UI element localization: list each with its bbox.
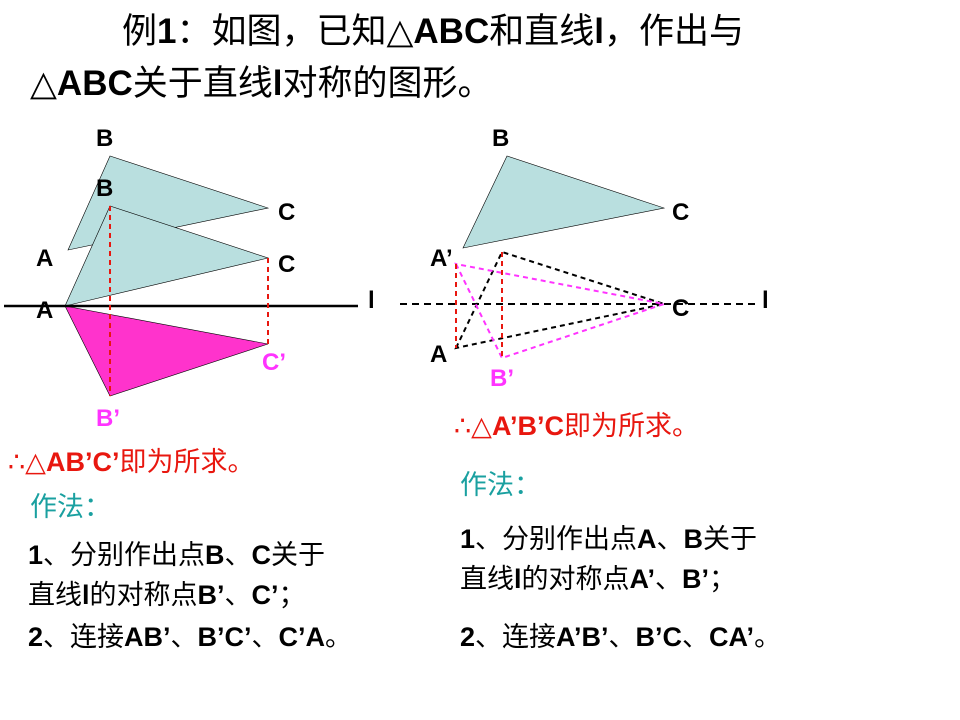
right-label-A: A <box>430 341 448 368</box>
left-method-heading: 作法： <box>30 492 111 523</box>
step-text: 、 <box>656 524 684 555</box>
left-label-A: A <box>36 297 54 324</box>
step-text: 关于 <box>271 540 326 571</box>
left-original-triangle <box>64 205 270 307</box>
conclusion-text: 即为所求。 <box>563 411 699 442</box>
right-label-B-prime: B’ <box>490 365 514 392</box>
step-text: 、连接 <box>475 622 557 653</box>
right-original-triangle <box>462 155 666 249</box>
step-text: 的对称点 <box>521 564 630 595</box>
left-figure <box>4 155 358 397</box>
step-text: 关于 <box>703 524 758 555</box>
conclusion-text: ∴△ <box>454 411 492 442</box>
right-dashed-triangle-ABC <box>454 250 668 350</box>
step-text: 、 <box>170 622 198 653</box>
step-text: 1 <box>28 540 44 570</box>
left-reflected-triangle <box>64 305 269 397</box>
step-text: 、 <box>224 540 252 571</box>
title-text: △ <box>30 64 57 104</box>
left-label-C: C <box>278 251 296 278</box>
left-step-1: 1、分别作出点B、C关于 <box>28 536 325 575</box>
step-text: B’ <box>682 564 710 594</box>
left-label-B-top: B <box>96 125 114 152</box>
left-label-B-prime: B’ <box>96 405 120 432</box>
left-label-l: l <box>368 287 375 314</box>
left-label-B: B <box>96 175 114 202</box>
step-text: 、 <box>251 622 279 653</box>
step-text: A’ <box>629 564 656 594</box>
right-label-B: B <box>492 125 510 152</box>
title-text: 对称的图形。 <box>282 64 493 104</box>
step-text: C’ <box>251 580 279 610</box>
step-text: 2 <box>28 622 44 652</box>
conclusion-text: 即为所求。 <box>119 447 255 478</box>
conclusion-text: A’B’C <box>491 411 564 441</box>
right-conclusion: ∴△A’B’C即为所求。 <box>454 410 699 443</box>
step-text: 、 <box>224 580 252 611</box>
step-text: l <box>514 564 522 594</box>
step-text: 直线 <box>28 580 82 611</box>
left-step-1-cont: 直线l的对称点B’、C’； <box>28 576 306 615</box>
right-label-C-top: C <box>672 199 690 226</box>
left-label-A-top: A <box>36 245 54 272</box>
title-text: ABC <box>413 12 490 51</box>
step-text: ； <box>278 580 306 611</box>
step-text: C <box>251 540 272 570</box>
step-text: 。 <box>754 622 782 653</box>
step-text: l <box>82 580 90 610</box>
step-text: 的对称点 <box>89 580 198 611</box>
right-step-1: 1、分别作出点A、B关于 <box>460 520 757 559</box>
right-step-2: 2、连接A’B’、B’C、CA’。 <box>460 618 781 657</box>
title-text: ，作出与 <box>603 12 744 52</box>
step-text: C’A <box>278 622 326 652</box>
step-text: 、分别作出点 <box>43 540 206 571</box>
left-label-C-prime: C’ <box>262 349 286 376</box>
conclusion-text: ∴△ <box>8 447 46 478</box>
title-text: l <box>272 64 283 103</box>
step-text: ； <box>709 564 737 595</box>
step-text: 、连接 <box>43 622 125 653</box>
step-text: 、分别作出点 <box>475 524 638 555</box>
right-figure <box>400 155 755 360</box>
left-label-C-top: C <box>278 199 296 226</box>
step-text: B <box>683 524 704 554</box>
step-text: 直线 <box>460 564 514 595</box>
step-text: B <box>205 540 225 570</box>
step-text: 、 <box>682 622 710 653</box>
step-text: 2 <box>460 622 476 652</box>
step-text: 、 <box>608 622 636 653</box>
problem-title-line-2: △ABC关于直线l对称的图形。 <box>30 62 493 106</box>
title-text: 关于直线 <box>132 64 273 104</box>
right-method-heading: 作法： <box>460 470 541 501</box>
left-step-2: 2、连接AB’、B’C’、C’A。 <box>28 618 352 657</box>
step-text: AB’ <box>124 622 171 652</box>
problem-title-line-1: 例1：如图，已知△ABC和直线l，作出与 <box>122 10 744 54</box>
right-label-A-prime: A’ <box>430 245 453 272</box>
title-text: 例 <box>122 12 158 52</box>
step-text: B’C’ <box>197 622 252 652</box>
right-label-l: l <box>762 287 769 314</box>
step-text: B’C <box>635 622 683 652</box>
left-conclusion: ∴△AB’C’即为所求。 <box>8 446 254 479</box>
step-text: A’B’ <box>556 622 609 652</box>
right-label-C: C <box>672 295 690 322</box>
title-text: ABC <box>56 64 133 103</box>
title-text: ：如图，已知△ <box>176 12 414 52</box>
step-text: 、 <box>655 564 683 595</box>
step-text: 。 <box>325 622 353 653</box>
title-text: l <box>594 12 604 51</box>
right-step-1-cont: 直线l的对称点A’、B’； <box>460 560 736 599</box>
conclusion-text: AB’C’ <box>45 447 120 477</box>
title-text: 1 <box>157 12 177 51</box>
step-text: CA’ <box>709 622 755 652</box>
title-text: 和直线 <box>489 12 595 52</box>
step-text: B’ <box>197 580 225 610</box>
step-text: 1 <box>460 524 476 554</box>
step-text: A <box>637 524 657 554</box>
right-dashed-triangle-ApBpC <box>454 262 668 360</box>
